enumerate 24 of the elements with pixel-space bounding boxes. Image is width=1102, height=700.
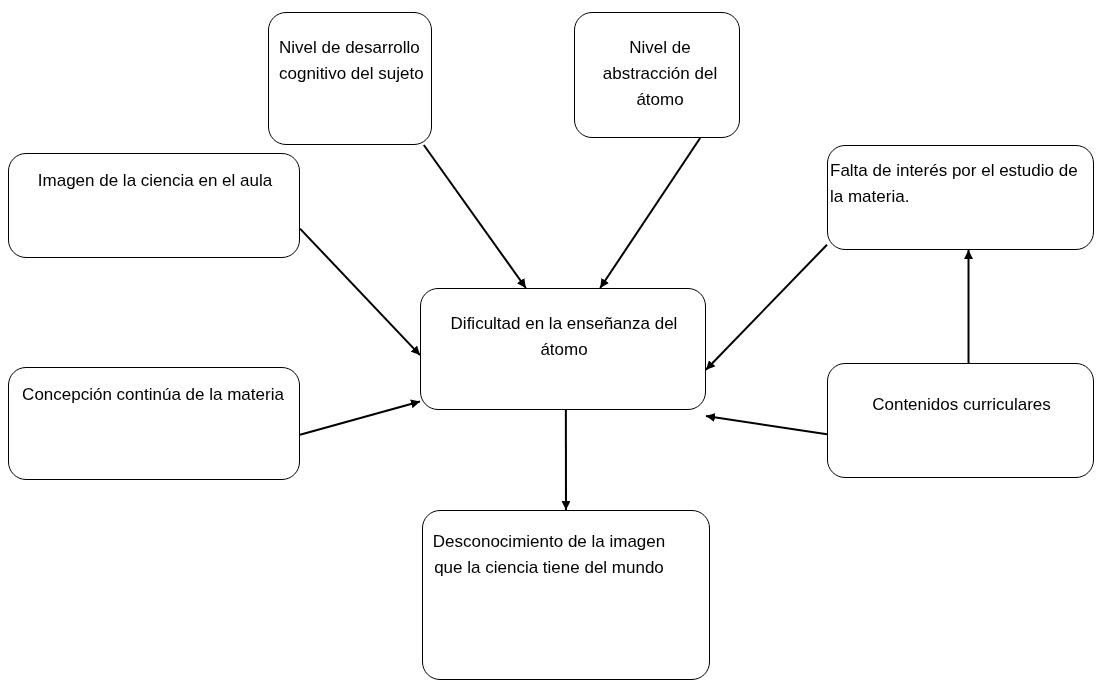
process-box: [268, 12, 432, 145]
arrow: [705, 413, 828, 436]
node-label: Desconocimiento de la imagen que la ciencia tiene del mundo: [431, 531, 667, 579]
arrow: [705, 243, 828, 371]
process-box: [422, 510, 710, 680]
process-box: [8, 367, 300, 480]
node-label: Concepción continúa de la materia: [21, 384, 285, 406]
arrow: [299, 399, 421, 436]
node-label: Nivel de abstracción del átomo: [601, 37, 719, 111]
process-box: [827, 363, 1094, 478]
node-label: Imagen de la ciencia en el aula: [36, 170, 274, 192]
node-label: Contenidos curriculares: [871, 394, 1052, 416]
process-box: [827, 145, 1094, 250]
process-box: [8, 153, 300, 258]
node-label: Nivel de desarrollo cognitivo del sujeto: [279, 37, 425, 85]
process-box: [420, 288, 706, 410]
process-box: [574, 12, 740, 138]
arrow: [422, 144, 527, 289]
arrow: [964, 249, 973, 364]
arrow: [299, 227, 421, 357]
arrow: [561, 409, 571, 511]
arrow: [599, 137, 702, 289]
node-label: Falta de interés por el estudio de la materia.: [830, 160, 1079, 208]
node-label: Dificultad en la enseñanza del átomo: [449, 313, 679, 361]
